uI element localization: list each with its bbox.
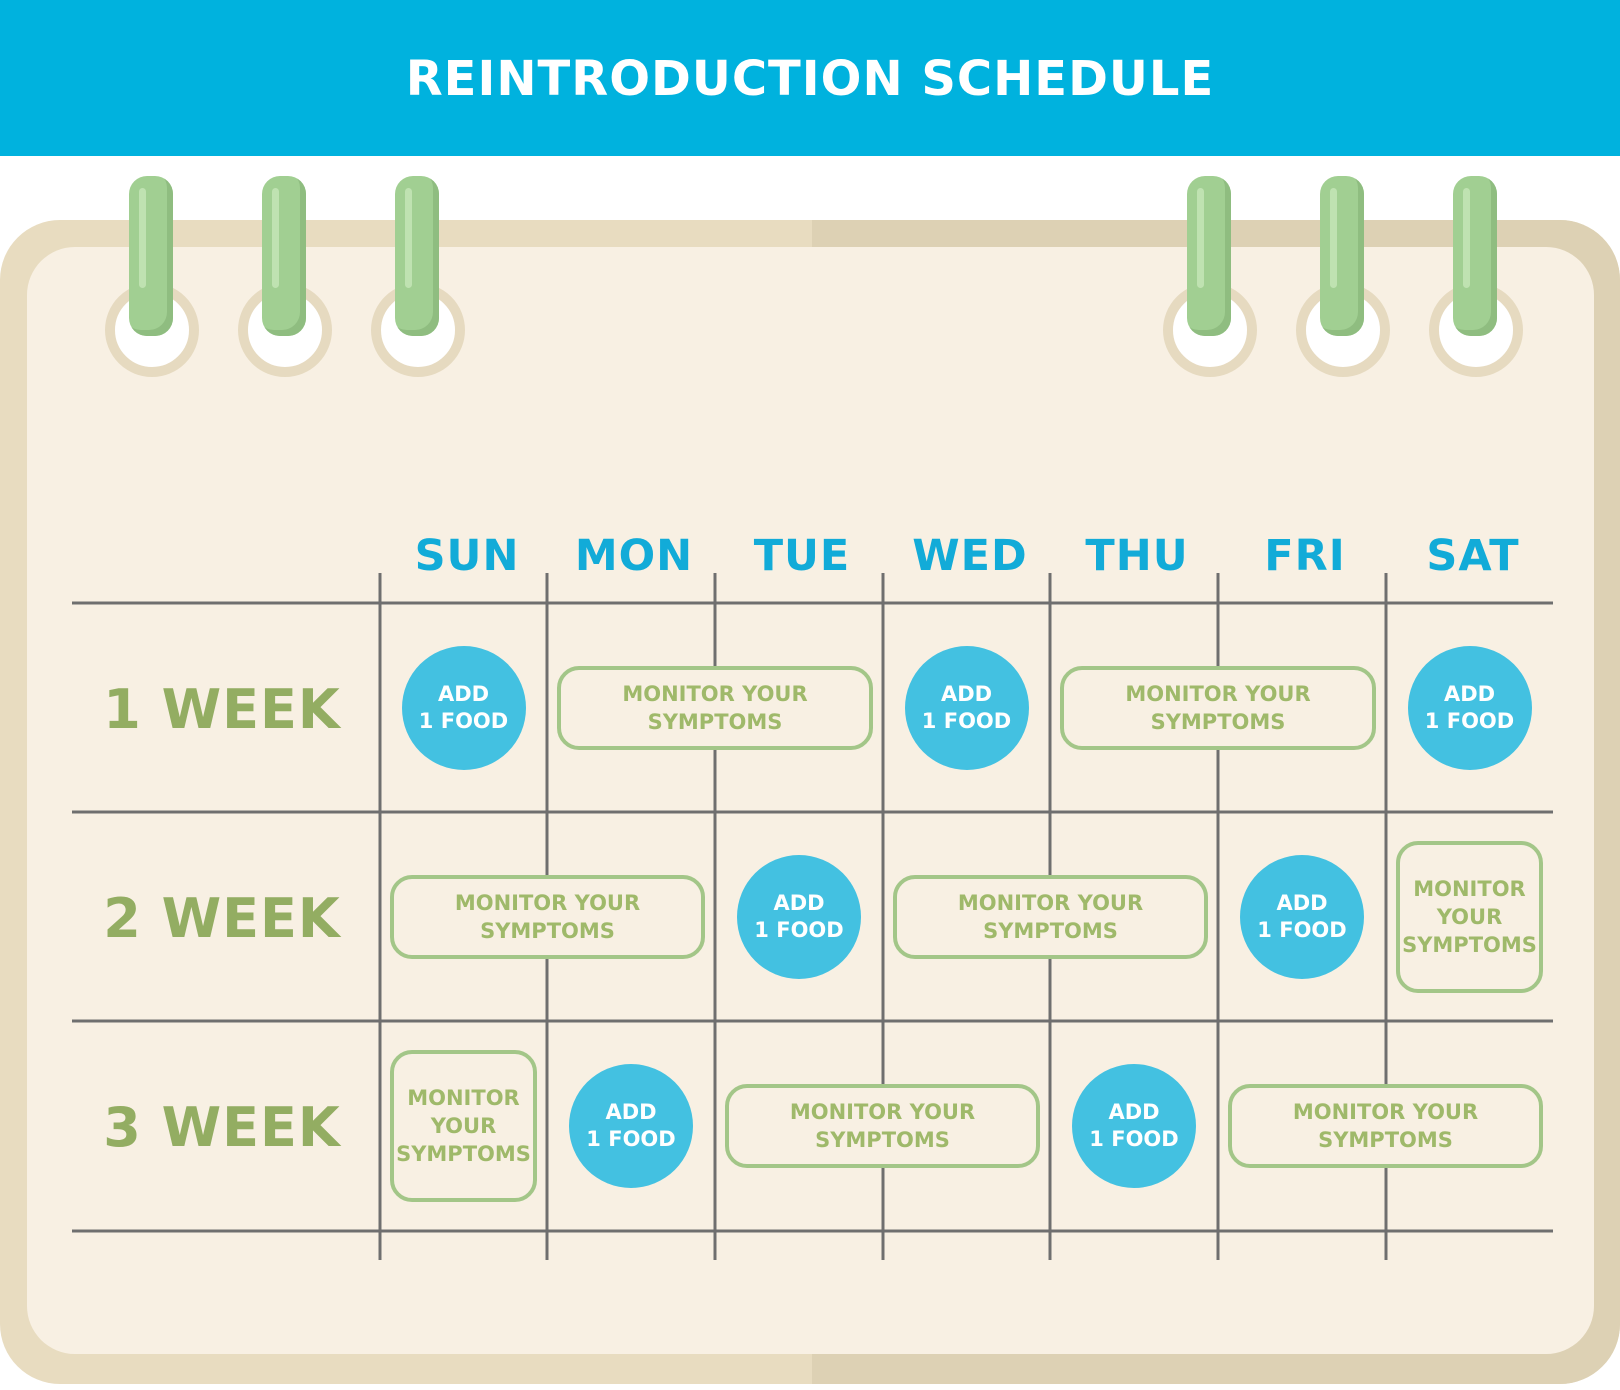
add-food-badge: ADD 1 FOOD (1407, 645, 1532, 770)
monitor-symptoms-box: MONITOR YOUR SYMPTOMS (390, 1050, 537, 1202)
add-food-badge: ADD 1 FOOD (1072, 1064, 1196, 1188)
monitor-symptoms-box: MONITOR YOUR SYMPTOMS (1228, 1084, 1543, 1168)
calendar-page (27, 247, 1594, 1354)
week-label-1: 1 WEEK (103, 678, 341, 741)
day-header-thu: THU (1085, 531, 1189, 581)
week-label-2: 2 WEEK (103, 887, 341, 950)
day-header-sat: SAT (1426, 531, 1520, 581)
binder-post-4 (1187, 176, 1231, 336)
day-header-fri: FRI (1264, 531, 1346, 581)
binder-post-6 (1453, 176, 1497, 336)
monitor-symptoms-box: MONITOR YOUR SYMPTOMS (893, 874, 1208, 959)
monitor-symptoms-box: MONITOR YOUR SYMPTOMS (390, 874, 705, 959)
binder-post-3 (395, 176, 439, 336)
title-banner: REINTRODUCTION SCHEDULE (0, 0, 1620, 156)
day-header-sun: SUN (414, 531, 520, 581)
add-food-badge: ADD 1 FOOD (1240, 854, 1364, 979)
binder-post-5 (1320, 176, 1364, 336)
page-title: REINTRODUCTION SCHEDULE (405, 51, 1215, 107)
monitor-symptoms-box: MONITOR YOUR SYMPTOMS (725, 1084, 1040, 1168)
binder-post-2 (262, 176, 306, 336)
add-food-badge: ADD 1 FOOD (737, 854, 861, 979)
week-label-3: 3 WEEK (103, 1096, 341, 1159)
binder-post-1 (129, 176, 173, 336)
day-header-tue: TUE (753, 531, 851, 581)
monitor-symptoms-box: MONITOR YOUR SYMPTOMS (1060, 665, 1376, 750)
add-food-badge: ADD 1 FOOD (904, 645, 1029, 770)
add-food-badge: ADD 1 FOOD (569, 1064, 693, 1188)
day-header-wed: WED (912, 531, 1028, 581)
day-header-mon: MON (574, 531, 694, 581)
monitor-symptoms-box: MONITOR YOUR SYMPTOMS (1396, 840, 1543, 993)
monitor-symptoms-box: MONITOR YOUR SYMPTOMS (557, 665, 873, 750)
add-food-badge: ADD 1 FOOD (401, 645, 526, 770)
